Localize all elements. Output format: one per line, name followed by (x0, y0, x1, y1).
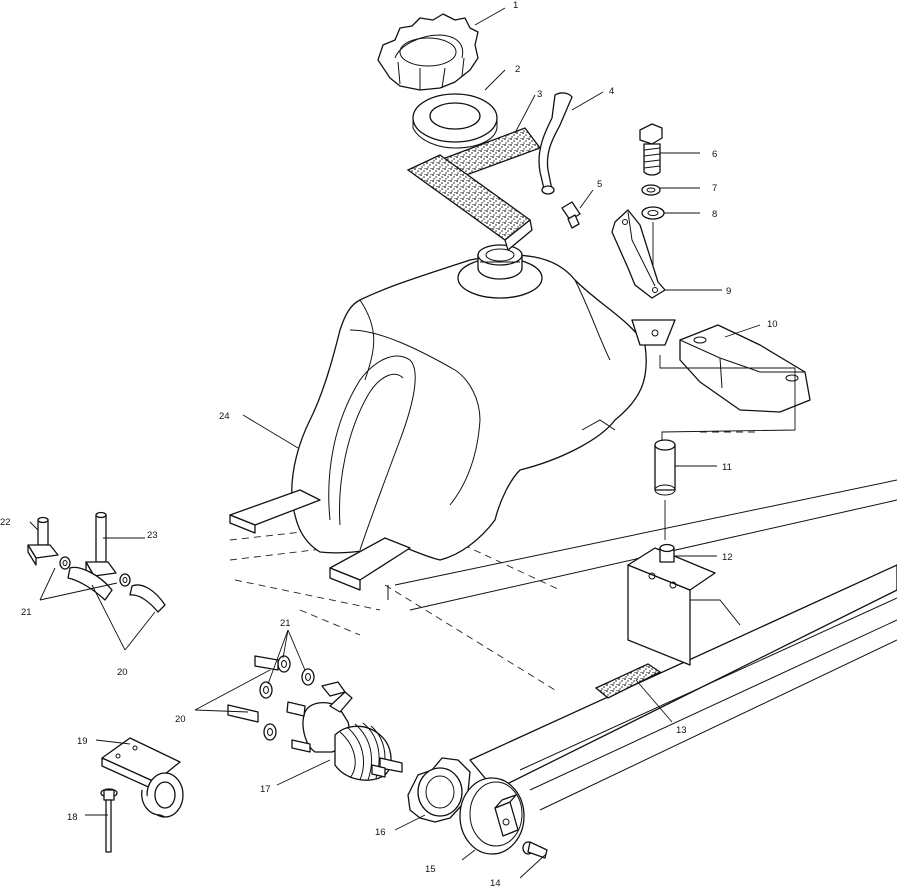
fuel-cap (377, 13, 479, 91)
spacer-bushing (659, 543, 675, 563)
spacer-tube (654, 439, 676, 496)
callout-18: 18 (67, 812, 78, 823)
callout-20b: 20 (117, 667, 128, 678)
callout-2: 2 (515, 64, 520, 75)
decal (594, 663, 662, 699)
fuel-fitting-elbow (27, 516, 59, 566)
mount-block (659, 324, 811, 440)
lock-washer (641, 184, 661, 196)
foam-strips (406, 127, 542, 251)
callout-9: 9 (726, 286, 731, 297)
callout-23: 23 (147, 530, 158, 541)
drive-hub-nut (407, 757, 471, 823)
callout-leaders (29, 7, 761, 879)
valve-bracket (101, 737, 184, 818)
callout-17: 17 (260, 784, 271, 795)
fuel-tank (229, 244, 676, 600)
bearing-screw (522, 841, 548, 859)
callout-11: 11 (722, 462, 732, 473)
callout-13: 13 (676, 725, 687, 736)
callout-6: 6 (712, 149, 717, 160)
vent-hose (538, 92, 573, 195)
vent-fitting (561, 201, 581, 229)
callout-1: 1 (513, 0, 518, 11)
rivet (100, 788, 118, 853)
bolt (639, 123, 663, 176)
callout-4: 4 (609, 86, 614, 97)
callout-24: 24 (219, 411, 230, 422)
callout-3: 3 (537, 89, 542, 100)
cap-gasket (412, 93, 498, 149)
callout-10: 10 (767, 319, 778, 330)
callout-8: 8 (712, 209, 717, 220)
left-hose-clamps (59, 556, 131, 587)
frame-rails (229, 479, 897, 811)
callout-16: 16 (375, 827, 386, 838)
axle-bearing (459, 777, 525, 855)
callout-19: 19 (77, 736, 88, 747)
callout-20a: 20 (175, 714, 186, 725)
callout-12: 12 (722, 552, 733, 563)
tank-bracket (611, 209, 666, 299)
callout-5: 5 (597, 179, 602, 190)
callout-7: 7 (712, 183, 717, 194)
frame-bracket (627, 547, 741, 666)
left-fuel-hoses (67, 566, 166, 613)
callout-21b: 21 (21, 607, 32, 618)
callout-15: 15 (425, 864, 436, 875)
flat-washer (641, 206, 665, 220)
callout-labels: 1 2 3 4 5 6 7 8 9 10 11 12 13 14 15 16 1… (0, 0, 778, 889)
callout-14: 14 (490, 878, 501, 889)
fuel-shutoff-valve (286, 681, 403, 781)
callout-22: 22 (0, 517, 11, 528)
hose-clamps (227, 655, 315, 741)
callout-21a: 21 (280, 618, 291, 629)
